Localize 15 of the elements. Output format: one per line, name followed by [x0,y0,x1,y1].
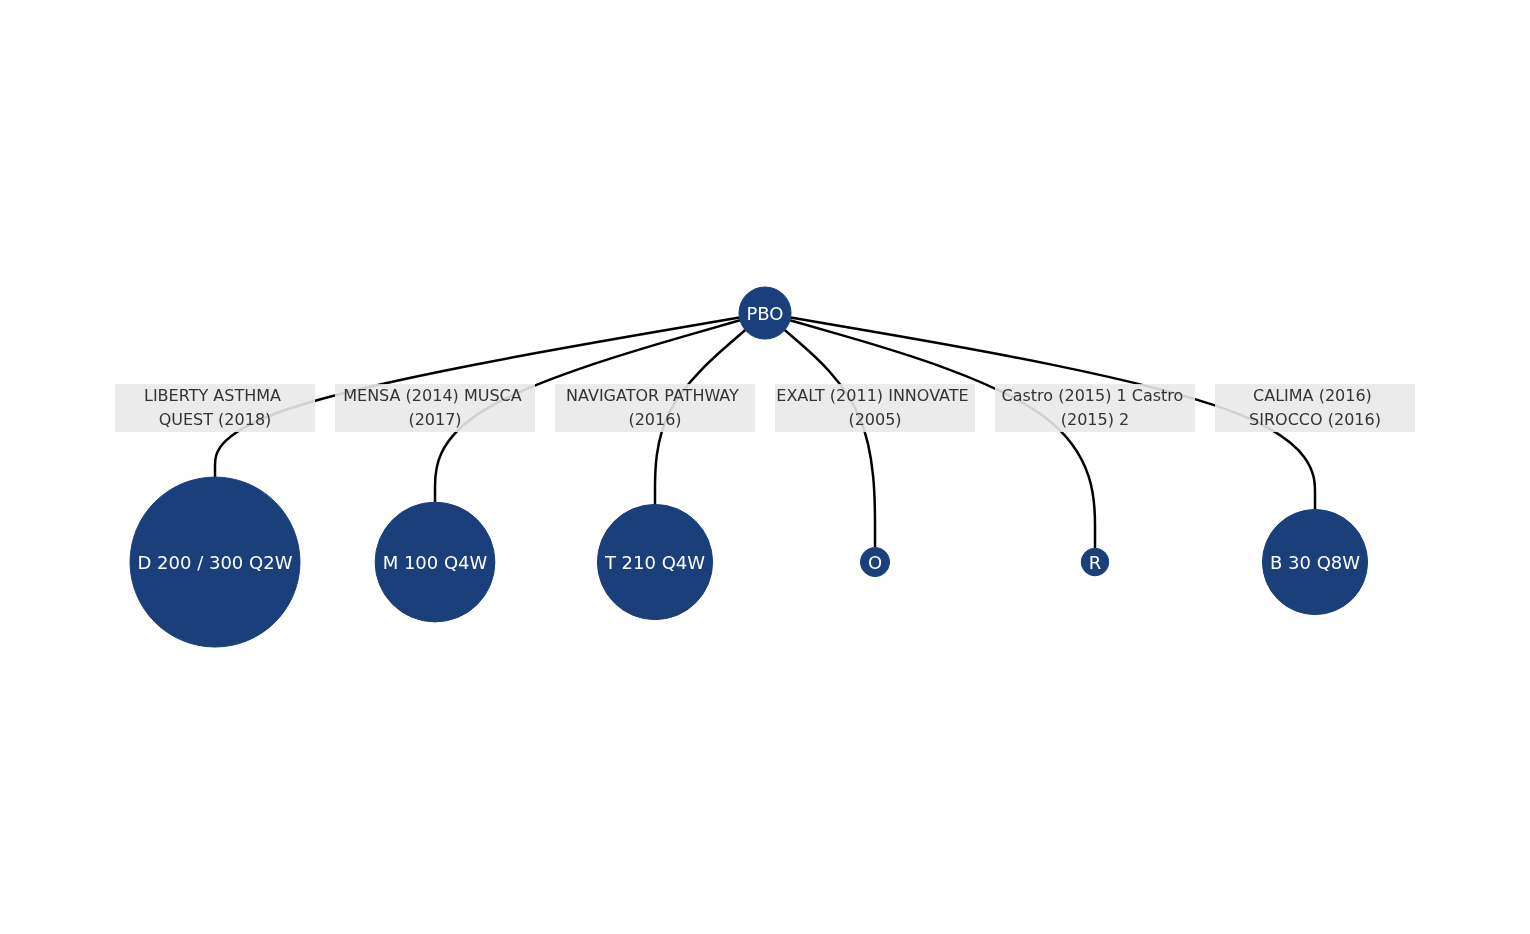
node-circle: PBO [738,286,792,340]
node-circle: O [859,546,891,578]
edge-label: EXALT (2011) INNOVATE (2005) [776,386,969,430]
node-circle: R [1080,547,1110,577]
node-circle: M 100 Q4W [374,501,496,623]
node-circle: T 210 Q4W [596,503,714,621]
edge-label: Castro (2015) 1 Castro (2015) 2 [1001,386,1184,430]
edge-label: LIBERTY ASTHMA QUEST (2018) [143,386,281,430]
edge-label: NAVIGATOR PATHWAY (2016) [566,386,739,430]
edge-label: MENSA (2014) MUSCA (2017) [343,386,522,430]
connector [213,316,740,478]
node-circle: D 200 / 300 Q2W [129,476,301,648]
edge-label: CALIMA (2016) SIROCCO (2016) [1249,386,1381,430]
node-circle: B 30 Q8W [1261,508,1369,616]
connector [790,316,1317,510]
